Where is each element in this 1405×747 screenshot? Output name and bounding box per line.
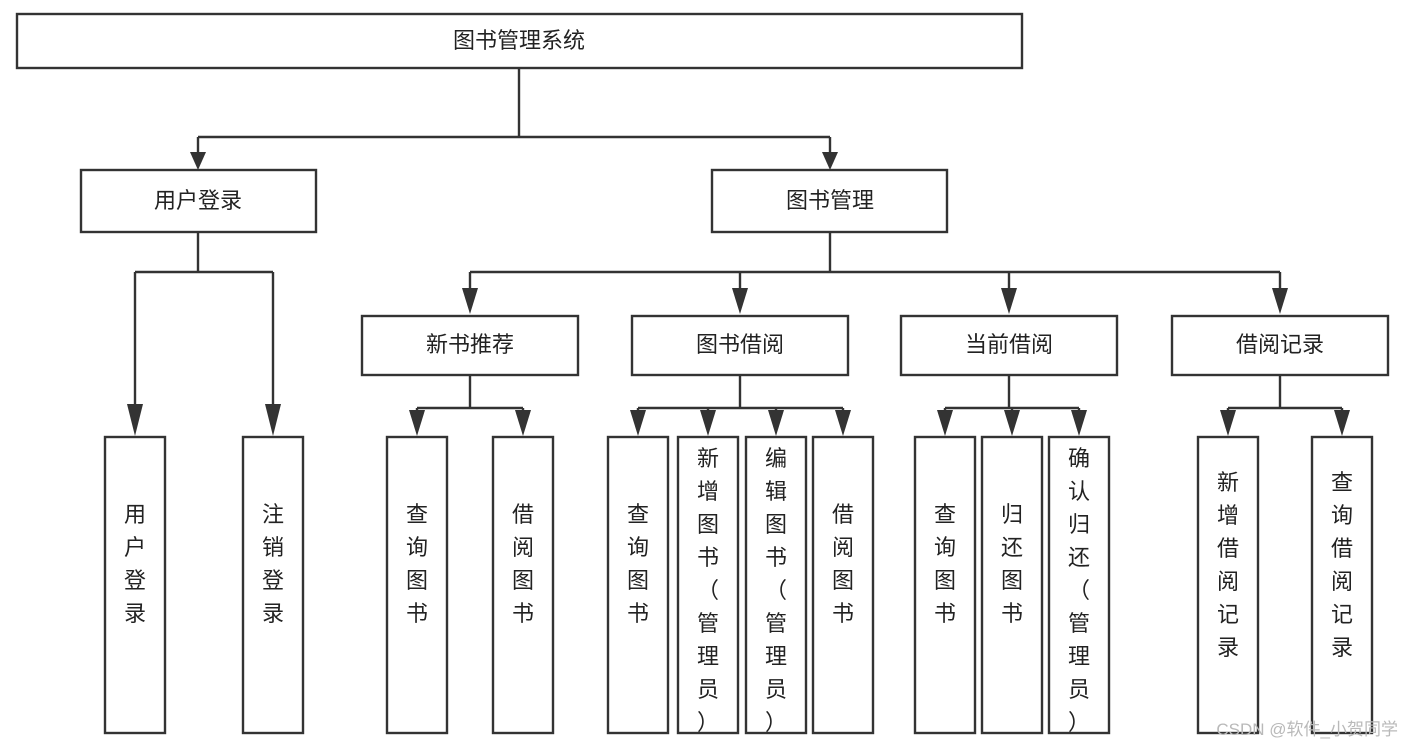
leaf-edit-book[interactable]: 编辑图书（管理员） <box>744 435 808 735</box>
arrow-root-to-user-login <box>190 152 206 170</box>
leaf-return-book-box[interactable] <box>980 435 1044 735</box>
arrow-root-to-book-manage <box>822 152 838 170</box>
node-user-login[interactable]: 用户登录 <box>79 168 318 234</box>
node-borrow-record[interactable]: 借阅记录 <box>1170 314 1390 377</box>
arrow-bb-leaf-4 <box>835 410 851 436</box>
node-current-borrow[interactable]: 当前借阅 <box>899 314 1119 377</box>
leaf-borrow-book-1[interactable]: 借阅图书 <box>491 435 555 735</box>
leaf-add-record-label: 新增借阅记录 <box>1217 470 1239 660</box>
leaf-confirm-return-label: 确认归还（管理员） <box>1068 446 1090 735</box>
leaf-borrow-book-2-box[interactable] <box>811 435 875 735</box>
arrow-bm-to-current-borrow <box>1001 288 1017 314</box>
arrow-user-login-leaf-1 <box>127 404 143 436</box>
node-book-borrow-box[interactable] <box>630 314 850 377</box>
node-root[interactable]: 图书管理系统 <box>15 12 1024 70</box>
node-root-label: 图书管理系统 <box>453 28 585 53</box>
node-user-login-label: 用户登录 <box>154 188 242 213</box>
leaf-query-book-1-box[interactable] <box>385 435 449 735</box>
leaf-query-book-3-box[interactable] <box>913 435 977 735</box>
node-book-manage-box[interactable] <box>710 168 949 234</box>
leaf-query-record-box[interactable] <box>1310 435 1374 735</box>
node-root-box[interactable] <box>15 12 1024 70</box>
leaf-borrow-book-1-box[interactable] <box>491 435 555 735</box>
leaf-edit-book-box[interactable] <box>744 435 808 735</box>
arrow-br-leaf-2 <box>1334 410 1350 436</box>
arrow-bb-leaf-3 <box>768 410 784 436</box>
leaf-query-record[interactable]: 查询借阅记录 <box>1310 435 1374 735</box>
leaf-logout-login[interactable]: 注销登录 <box>241 435 305 735</box>
arrow-bm-to-new-book-recommend <box>462 288 478 314</box>
node-book-manage[interactable]: 图书管理 <box>710 168 949 234</box>
node-current-borrow-label: 当前借阅 <box>965 332 1053 357</box>
leaf-query-book-2[interactable]: 查询图书 <box>606 435 670 735</box>
leaf-logout-login-label: 注销登录 <box>262 502 284 626</box>
node-borrow-record-label: 借阅记录 <box>1236 332 1324 357</box>
arrow-bm-to-borrow-record <box>1272 288 1288 314</box>
leaf-add-record-box[interactable] <box>1196 435 1260 735</box>
leaf-user-login-label: 用户登录 <box>124 502 146 626</box>
arrow-bb-leaf-1 <box>630 410 646 436</box>
csdn-watermark: CSDN @软件_小贺同学 <box>1216 720 1398 739</box>
leaf-return-book[interactable]: 归还图书 <box>980 435 1044 735</box>
node-new-book-recommend-box[interactable] <box>360 314 580 377</box>
leaf-borrow-book-2-label: 借阅图书 <box>832 502 854 626</box>
arrow-nbr-leaf-1 <box>409 410 425 436</box>
arrow-cb-leaf-2 <box>1004 410 1020 436</box>
leaf-confirm-return-box[interactable] <box>1047 435 1111 735</box>
node-current-borrow-box[interactable] <box>899 314 1119 377</box>
arrow-cb-leaf-1 <box>937 410 953 436</box>
arrow-user-login-leaf-2 <box>265 404 281 436</box>
leaf-add-book-box[interactable] <box>676 435 740 735</box>
leaf-add-record[interactable]: 新增借阅记录 <box>1196 435 1260 735</box>
node-book-manage-label: 图书管理 <box>786 188 874 213</box>
node-new-book-recommend[interactable]: 新书推荐 <box>360 314 580 377</box>
arrow-nbr-leaf-2 <box>515 410 531 436</box>
leaf-logout-login-box[interactable] <box>241 435 305 735</box>
leaf-confirm-return[interactable]: 确认归还（管理员） <box>1047 435 1111 735</box>
leaf-query-book-2-label: 查询图书 <box>627 502 649 626</box>
leaf-query-book-1[interactable]: 查询图书 <box>385 435 449 735</box>
leaf-query-book-2-box[interactable] <box>606 435 670 735</box>
connector-layer <box>127 68 1350 436</box>
leaf-query-record-label: 查询借阅记录 <box>1331 470 1353 660</box>
leaf-add-book-label: 新增图书（管理员） <box>697 446 719 735</box>
node-borrow-record-box[interactable] <box>1170 314 1390 377</box>
leaf-user-login[interactable]: 用户登录 <box>103 435 167 735</box>
arrow-bb-leaf-2 <box>700 410 716 436</box>
node-new-book-recommend-label: 新书推荐 <box>426 332 514 357</box>
node-book-borrow[interactable]: 图书借阅 <box>630 314 850 377</box>
leaf-user-login-box[interactable] <box>103 435 167 735</box>
arrow-cb-leaf-3 <box>1071 410 1087 436</box>
leaf-edit-book-label: 编辑图书（管理员） <box>765 446 787 735</box>
leaf-return-book-label: 归还图书 <box>1001 502 1023 626</box>
leaf-query-book-3-label: 查询图书 <box>934 502 956 626</box>
arrow-br-leaf-1 <box>1220 410 1236 436</box>
leaf-query-book-3[interactable]: 查询图书 <box>913 435 977 735</box>
leaf-borrow-book-2[interactable]: 借阅图书 <box>811 435 875 735</box>
arrow-bm-to-book-borrow <box>732 288 748 314</box>
leaf-add-book[interactable]: 新增图书（管理员） <box>676 435 740 735</box>
node-book-borrow-label: 图书借阅 <box>696 332 784 357</box>
node-user-login-box[interactable] <box>79 168 318 234</box>
leaf-query-book-1-label: 查询图书 <box>406 502 428 626</box>
leaf-borrow-book-1-label: 借阅图书 <box>512 502 534 626</box>
